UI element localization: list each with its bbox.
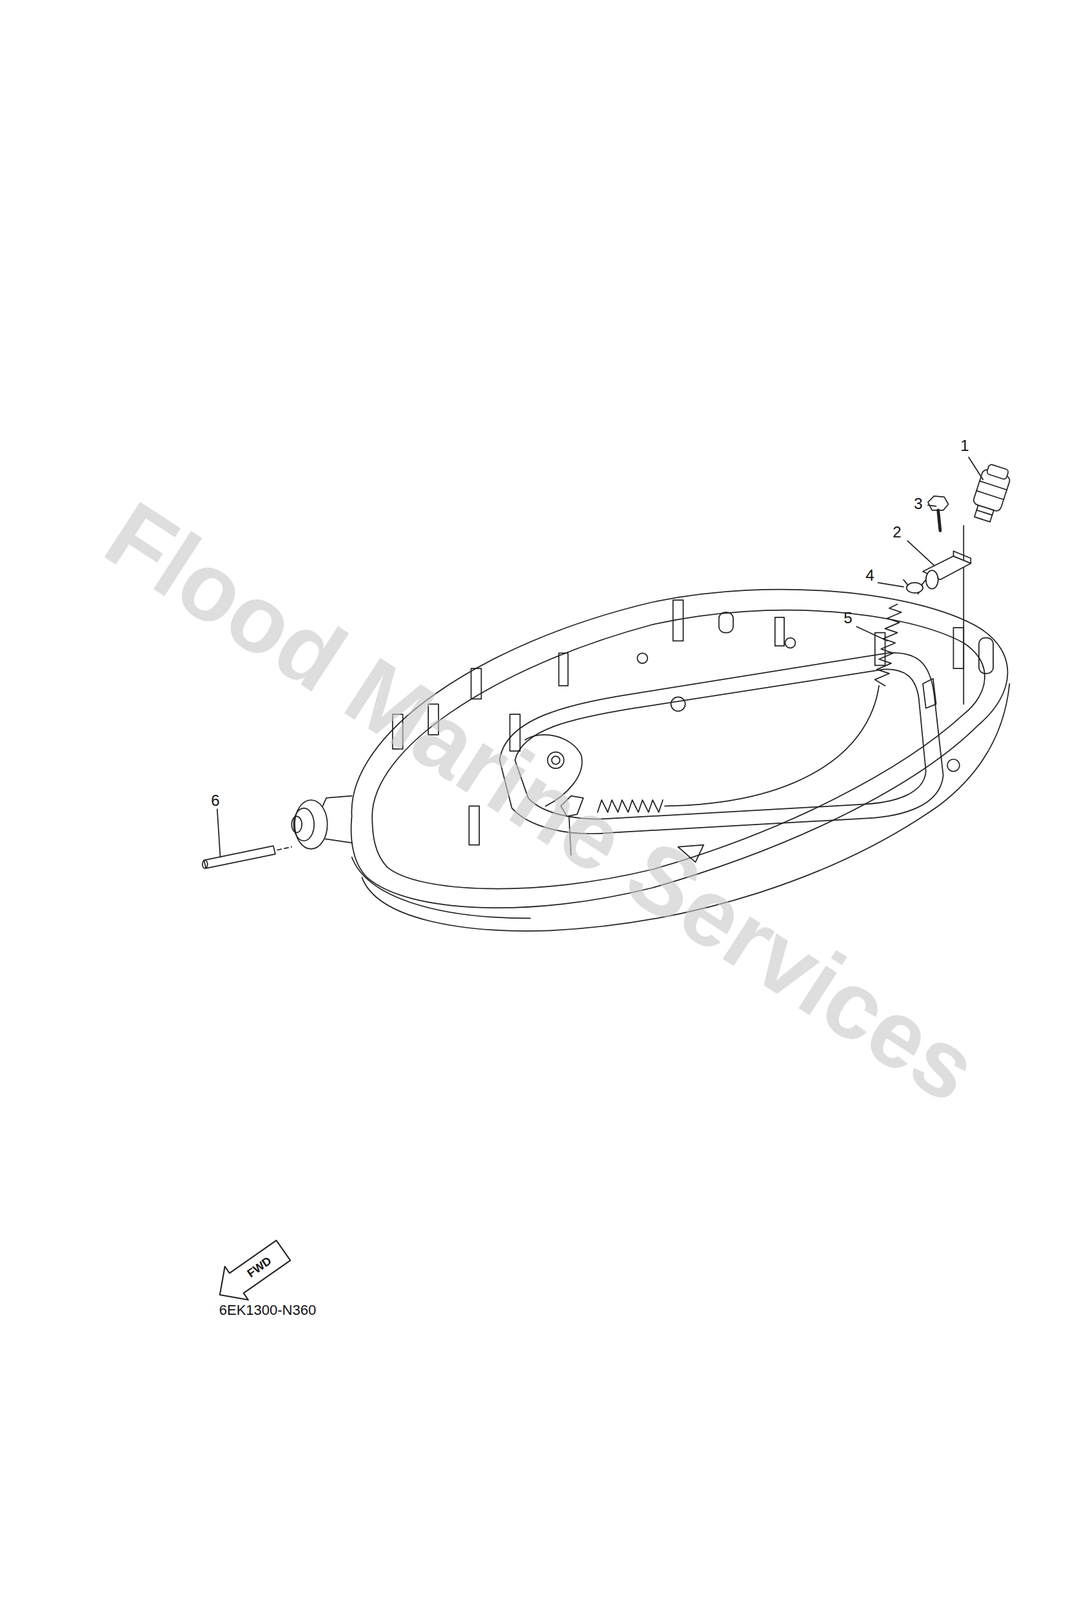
callout-number: 5 <box>843 610 852 626</box>
figure-code: 6EK1300-N360 <box>219 1302 316 1317</box>
callout-number: 2 <box>892 524 901 540</box>
callout-number: 3 <box>913 495 923 512</box>
callout-number: 1 <box>960 437 969 454</box>
callout-number: 4 <box>865 567 874 583</box>
callout-number: 6 <box>210 792 220 809</box>
